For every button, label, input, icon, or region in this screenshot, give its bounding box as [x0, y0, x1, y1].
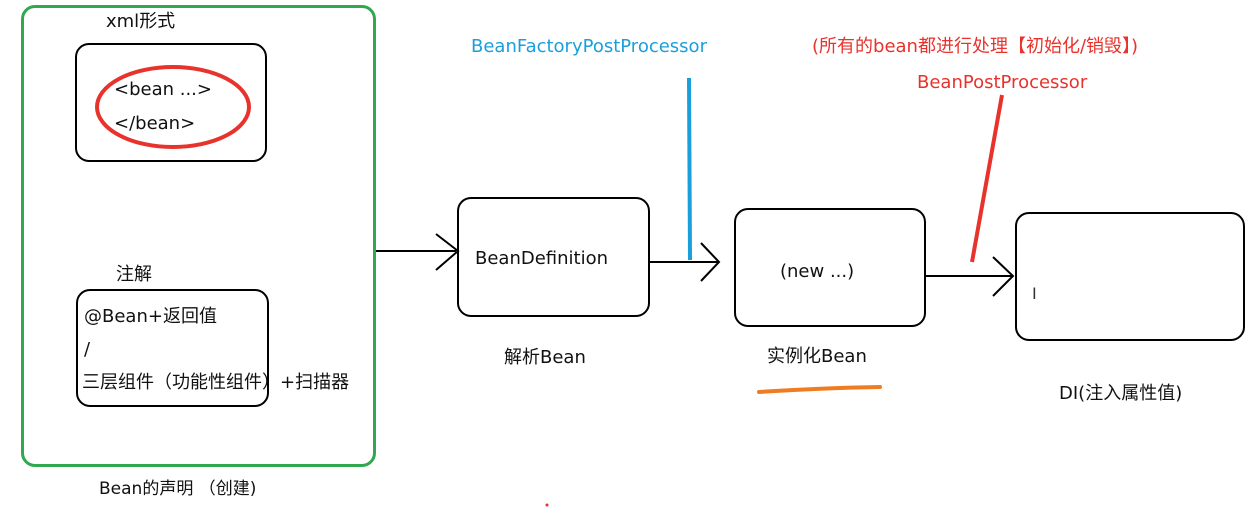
- annotation-components-scanner: 三层组件（功能性组件）+扫描器: [82, 372, 350, 393]
- annotation-box: [76, 289, 269, 407]
- xml-bean-open-tag: <bean ...>: [114, 79, 212, 100]
- new-instance-label: (new ...): [780, 261, 855, 282]
- arrow-definition-to-instantiate: [650, 242, 721, 282]
- di-caption: DI(注入属性值): [1059, 383, 1183, 404]
- di-box: [1015, 212, 1245, 341]
- xml-highlight-circle: [95, 65, 251, 149]
- annotation-title: 注解: [116, 264, 152, 285]
- instantiate-box: [734, 208, 926, 327]
- stray-dot: [545, 503, 549, 507]
- text-cursor-icon: I: [1032, 284, 1037, 303]
- bean-post-processor-label: BeanPostProcessor: [917, 72, 1088, 93]
- post-processor-hook-line: [970, 94, 1004, 263]
- factory-processor-hook-line: [687, 77, 692, 261]
- bean-definition-label: BeanDefinition: [475, 248, 609, 269]
- xml-title: xml形式: [106, 11, 176, 32]
- declaration-caption: Bean的声明 （创建): [99, 479, 257, 499]
- instantiate-underline: [757, 385, 882, 394]
- bean-definition-box: [457, 197, 650, 317]
- xml-box: [75, 43, 267, 162]
- bean-factory-post-processor-label: BeanFactoryPostProcessor: [471, 36, 707, 57]
- bean-declaration-container: [21, 5, 376, 467]
- xml-bean-close-tag: </bean>: [114, 113, 196, 134]
- arrow-instantiate-to-di: [926, 256, 1015, 297]
- post-processor-note: (所有的bean都进行处理【初始化/销毁】): [812, 36, 1139, 57]
- annotation-separator: /: [84, 339, 91, 360]
- annotation-bean-return: @Bean+返回值: [84, 306, 217, 327]
- arrow-declaration-to-definition: [376, 233, 460, 271]
- instantiate-bean-caption: 实例化Bean: [767, 346, 867, 367]
- parse-bean-caption: 解析Bean: [504, 347, 586, 368]
